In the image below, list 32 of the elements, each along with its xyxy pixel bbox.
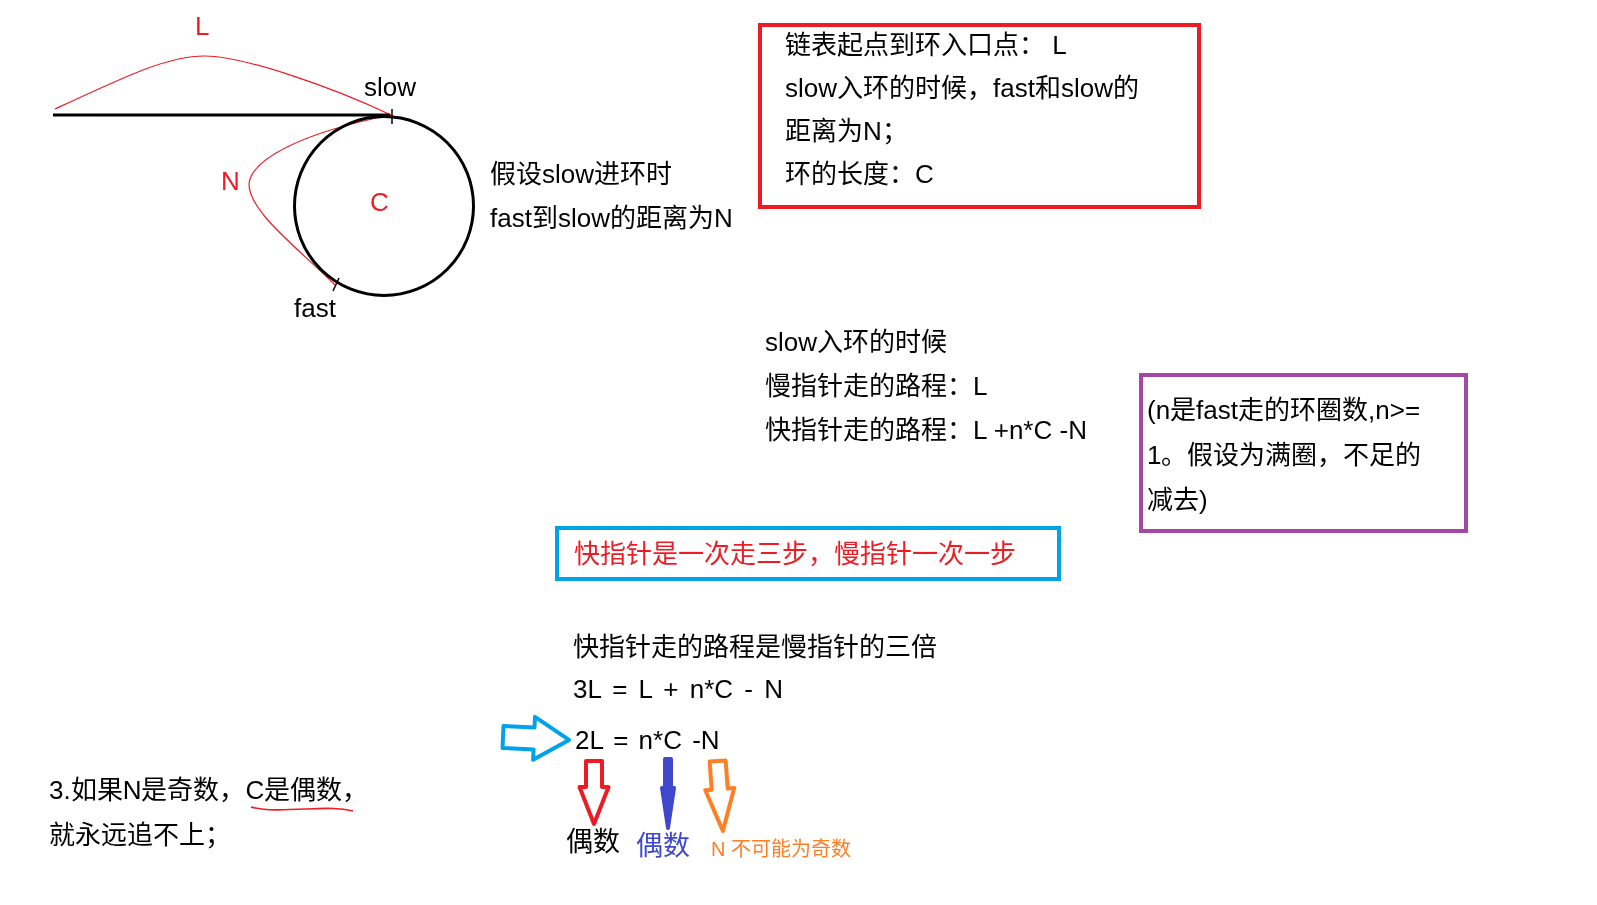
note-text: 就永远追不上； [49,821,231,849]
arrow [703,758,737,833]
result-label: 偶数 [636,830,690,862]
equation-text: 3L = L + n*C - N [573,673,783,705]
note-box [1139,373,1468,533]
note-box [555,526,1061,581]
arrow [577,759,611,826]
circle-label: C [370,186,389,218]
box-text: 环的长度：C [785,158,935,191]
equation-text: 2L = n*C -N [571,724,720,756]
note-text: slow入环的时候 [765,326,947,358]
box-text: slow入环的时候，fast和slow的距离为N； [785,72,1140,148]
box-text: (n是fast走的环圈数,n>=1。假设为满圈，不足的减去) [1147,394,1423,517]
point-label: slow [364,71,416,103]
note-text: 快指针走的路程：L +n*C -N [765,414,1087,446]
note-box [758,23,1201,209]
arc-label: N [221,165,240,197]
result-label: N 不可能为奇数 [711,833,851,865]
arc-label: L [195,10,210,42]
note-text: fast到slow的距离为N [490,202,733,234]
box-text: 链表起点到环入口点： L [785,29,1068,62]
circle [293,115,475,297]
note-text: 快指针走的路程是慢指针的三倍 [573,631,937,663]
result-label: 偶数 [566,826,620,858]
box-text: 快指针是一次走三步，慢指针一次一步 [574,538,1017,570]
arrow [660,757,676,830]
note-text: 3.如果N是奇数，C是偶数， [49,776,369,804]
arrow [500,714,571,762]
line [53,113,390,117]
point-label: fast [294,292,336,324]
note-text: 假设slow进环时 [490,158,672,190]
note-text: 慢指针走的路程：L [765,370,988,402]
